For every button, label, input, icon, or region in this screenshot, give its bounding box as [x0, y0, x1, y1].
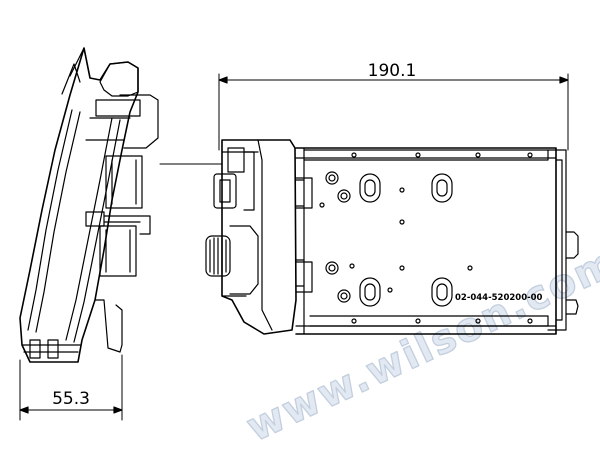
width-label: 190.1	[368, 61, 417, 81]
volume-knob	[205, 225, 259, 295]
watermark-text: www.wilson.com	[240, 239, 600, 450]
main-view: 02-044-520200-00	[205, 139, 579, 335]
watermark: www.wilson.com	[239, 238, 600, 450]
dimension-width: 190.1	[218, 61, 569, 151]
depth-label: 55.3	[52, 389, 90, 409]
side-view	[19, 47, 223, 363]
part-number: 02-044-520200-00	[455, 293, 543, 303]
dimension-depth: 55.3	[19, 354, 123, 421]
